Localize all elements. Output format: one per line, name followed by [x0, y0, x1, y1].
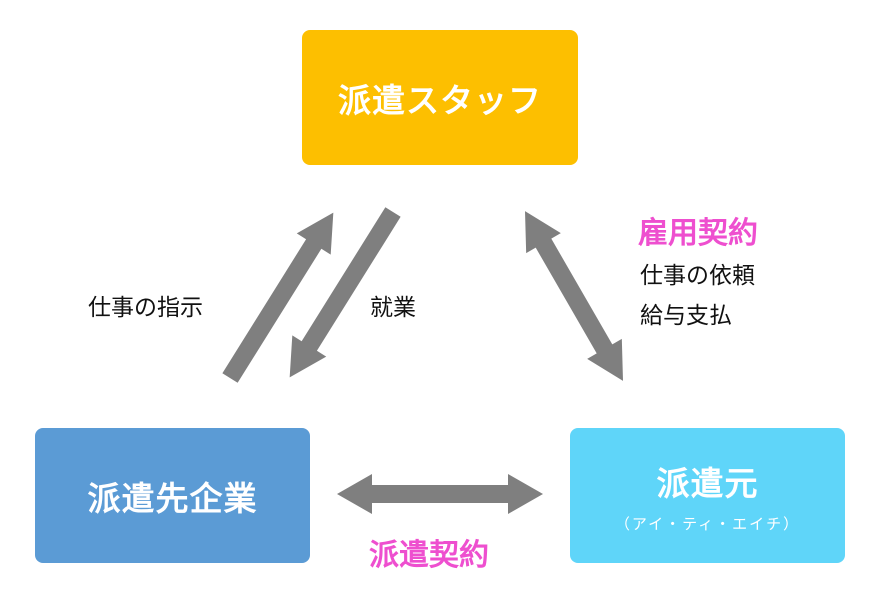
- edge-label-employment-contract: 雇用契約: [638, 216, 758, 251]
- node-dispatch-agency: 派遣元 （アイ・ティ・エイチ）: [570, 428, 845, 563]
- arrow-employment-contract: [525, 211, 623, 381]
- edge-label-instruction: 仕事の指示: [88, 295, 203, 321]
- node-dispatch-staff-label: 派遣スタッフ: [338, 80, 542, 120]
- node-dispatch-agency-label: 派遣元: [656, 464, 759, 503]
- edge-label-work-request: 仕事の依頼: [640, 263, 755, 289]
- edge-label-employment: 就業: [370, 295, 416, 321]
- node-client-company: 派遣先企業: [35, 428, 310, 563]
- arrow-instruction: [222, 212, 334, 383]
- node-dispatch-agency-sublabel: （アイ・ティ・エイチ）: [614, 515, 801, 533]
- arrow-employment: [289, 207, 401, 378]
- edge-label-salary-payment: 給与支払: [640, 303, 732, 329]
- node-client-company-label: 派遣先企業: [87, 478, 258, 518]
- edge-label-dispatch-contract: 派遣契約: [369, 538, 489, 573]
- node-dispatch-staff: 派遣スタッフ: [302, 30, 578, 165]
- arrow-dispatch-contract: [337, 474, 543, 514]
